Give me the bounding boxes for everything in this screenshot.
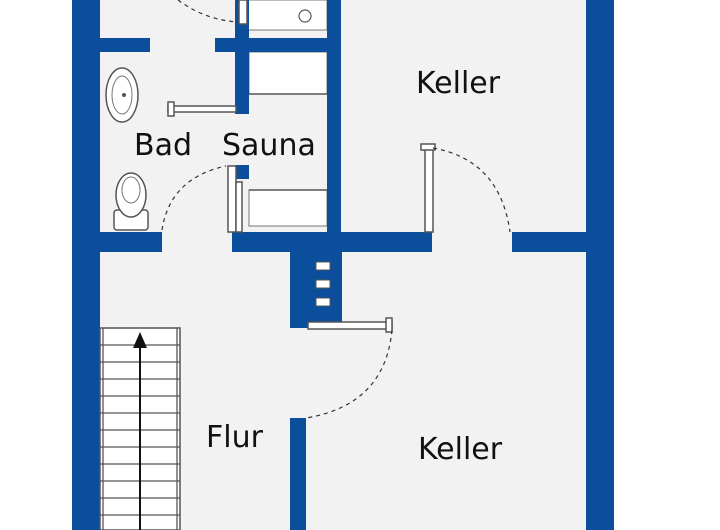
wall-sauna-bottom — [232, 232, 432, 252]
door-frame-bad — [167, 101, 175, 117]
wall-bad-bottom — [100, 232, 162, 252]
door-swing-sauna — [161, 165, 227, 231]
room-label-keller-top: Keller — [416, 66, 501, 101]
door-leaf-keller-top — [424, 145, 434, 233]
wall-shower-left — [235, 0, 249, 114]
wall-bad-top-stub — [100, 38, 150, 52]
wall-flur-keller — [290, 418, 306, 530]
staircase-up-arrow-icon — [133, 332, 147, 348]
door-leaf-keller-bottom — [307, 321, 393, 330]
door-leaf-shower — [238, 0, 248, 25]
chimney-vent-2 — [315, 279, 331, 289]
chimney-vent-3 — [315, 297, 331, 307]
wall-sauna-keller — [327, 0, 341, 248]
room-label-sauna: Sauna — [222, 128, 316, 163]
staircase — [99, 327, 181, 530]
washbasin-drain — [122, 93, 126, 97]
wall-shower-sauna — [235, 38, 335, 52]
sauna-bench-bottom — [248, 189, 328, 227]
room-label-keller-bottom: Keller — [418, 432, 503, 467]
wall-outer-right — [586, 0, 614, 530]
wall-sauna-left-lower — [235, 165, 249, 179]
door-leaf-sauna — [227, 165, 237, 233]
door-frame-keller-bottom — [385, 317, 393, 333]
wall-outer-left — [72, 0, 100, 530]
room-label-bad: Bad — [134, 128, 192, 163]
room-label-flur: Flur — [206, 420, 264, 455]
toilet-seat — [121, 176, 141, 204]
shower-area — [246, 0, 328, 31]
door-leaf-sauna-2 — [235, 181, 243, 233]
door-swing-keller-bottom — [305, 329, 393, 419]
sauna-bench-top — [248, 51, 328, 95]
shower-icon — [298, 9, 312, 23]
wall-keller-top-bottom — [512, 232, 590, 252]
door-leaf-bad — [167, 105, 237, 113]
chimney-vent-1 — [315, 261, 331, 271]
door-frame-keller-top — [420, 143, 436, 151]
door-swing-bad-top — [177, 0, 239, 23]
door-swing-keller-top — [432, 147, 511, 233]
